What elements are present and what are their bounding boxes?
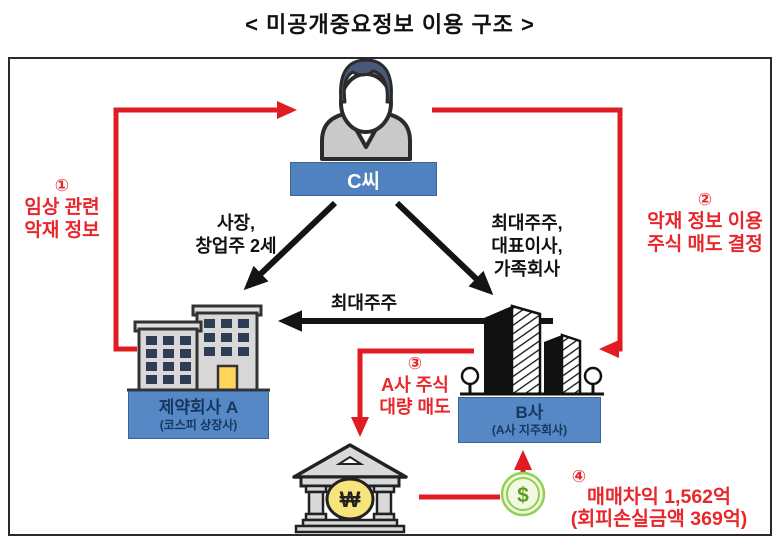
holding-company-name: B사 <box>515 403 544 422</box>
owner-line2: 대표이사, <box>491 236 563 256</box>
won-symbol: ₩ <box>340 487 361 512</box>
bank-icon: ₩ <box>292 443 408 534</box>
dollar-symbol: $ <box>517 484 529 507</box>
step2-annotation: ② 악재 정보 이용 주식 매도 결정 <box>631 190 779 256</box>
step3-annotation: ③ A사 주식 대량 매도 <box>362 354 468 418</box>
step1-number: ① <box>54 176 70 195</box>
step3-number: ③ <box>407 354 423 373</box>
step2-line2: 주식 매도 결정 <box>647 234 763 255</box>
owner-arrow <box>394 200 494 296</box>
tree-icon <box>583 366 603 394</box>
step4-number: ④ <box>571 467 587 486</box>
ceo-relation-annotation: 사장, 창업주 2세 <box>170 212 302 258</box>
actor-label: C씨 <box>290 162 437 196</box>
ceo-arrow <box>243 200 338 291</box>
step1-line2: 악재 정보 <box>24 220 100 241</box>
step3-arrow <box>351 348 474 437</box>
tree-icon <box>460 366 480 394</box>
door-shape <box>216 364 239 392</box>
pharma-company-label: 제약회사 A (코스피 상장사) <box>128 391 269 439</box>
owner-line3: 가족회사 <box>493 259 561 279</box>
diagram-title: < 미공개중요정보 이용 구조 > <box>245 12 535 37</box>
owner-relation-annotation: 최대주주, 대표이사, 가족회사 <box>471 212 583 281</box>
pharma-building-icon <box>127 304 270 392</box>
holding-building-icon <box>460 304 604 396</box>
pharma-company-name: 제약회사 A <box>158 398 239 417</box>
step4-line1: 매매차익 1,562억 <box>587 486 731 508</box>
person-icon <box>320 58 412 161</box>
profit-coin-icon: $ <box>500 471 546 517</box>
major-shareholder-annotation: 최대주주 <box>330 293 398 313</box>
step2-arrow <box>432 107 623 358</box>
holding-company-label: B사 (A사 지주회사) <box>458 397 601 443</box>
step4-line2: (회피손실금액 369억) <box>570 508 748 530</box>
step1-annotation: ① 임상 관련 악재 정보 <box>8 176 116 242</box>
step2-number: ② <box>697 190 713 209</box>
step1-line1: 임상 관련 <box>24 197 100 218</box>
owner-line1: 최대주주, <box>491 213 563 233</box>
ceo-line1: 사장, <box>216 213 256 233</box>
step1-arrow <box>113 101 297 352</box>
step4-annotation: 매매차익 1,562억 (회피손실금액 369억) <box>540 486 778 530</box>
ceo-line2: 창업주 2세 <box>195 236 277 256</box>
holding-company-subtitle: (A사 지주회사) <box>491 423 568 437</box>
step3-line2: 대량 매도 <box>379 397 451 417</box>
actor-name: C씨 <box>347 170 380 193</box>
step2-line1: 악재 정보 이용 <box>647 211 763 232</box>
step3-line1: A사 주식 <box>381 375 449 395</box>
pharma-company-subtitle: (코스피 상장사) <box>159 418 238 432</box>
